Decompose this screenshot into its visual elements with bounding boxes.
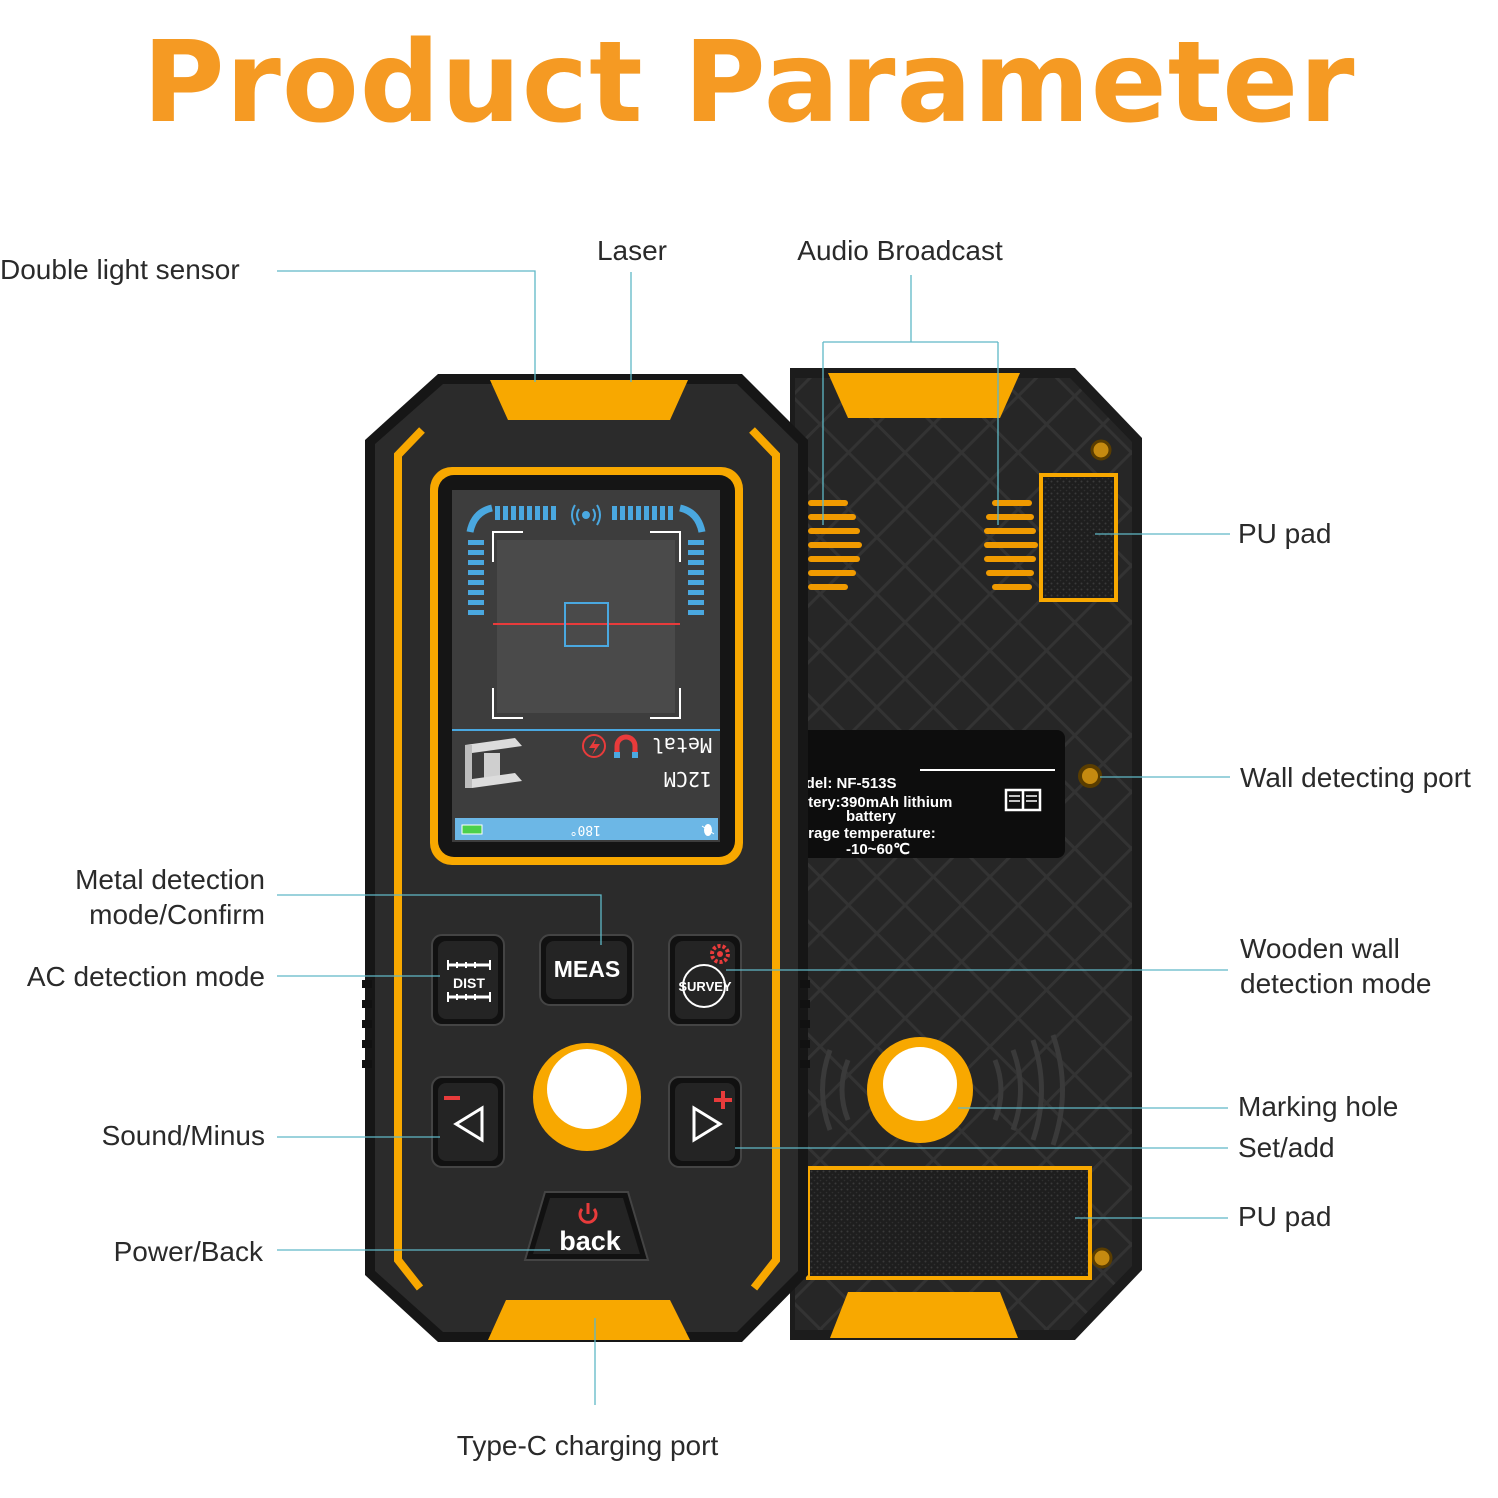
i-beam-icon [465,738,522,788]
manual-book-icon [1004,788,1042,812]
label-pu-pad-top: PU pad [1238,518,1332,549]
lightning-icon [582,734,606,758]
bug-icon [701,824,715,836]
label-model: Model: NF-513S [784,775,897,792]
label-audio-broadcast: Audio Broadcast [797,235,1003,266]
right-triangle-icon [692,1105,723,1143]
magnet-icon [614,734,638,758]
meas-button[interactable]: MEAS [539,934,634,1006]
device-back: Model: NF-513S Battery:390mAh lithium ba… [784,368,1142,1340]
label-wall-detecting-port: Wall detecting port [1240,762,1471,793]
front-bottom-bumper [488,1300,690,1340]
signal-strength-arc [466,504,706,615]
survey-button-label: SURVEY [678,979,732,994]
leader-lines [277,270,1230,1405]
back-button[interactable]: back [523,1191,650,1261]
back-top-bumper [828,373,1020,418]
label-battery: Battery:390mAh lithium [784,794,952,811]
screen-angle: 180° [570,822,601,837]
power-icon [578,1203,598,1224]
front-side-stripe-right [749,427,780,1291]
signal-icon [571,504,601,526]
dist-button[interactable]: DIST [431,934,505,1026]
label-type-c: Type-C charging port [456,1430,719,1461]
page-title: Product Parameter [142,18,1356,148]
label-power-back: Power/Back [113,1236,263,1267]
device-front: Metal 12CM 180° [362,374,810,1342]
target-box [564,602,609,647]
marking-hole-back [820,1034,1065,1146]
label-double-light-sensor: Double light sensor [0,254,240,285]
label-wooden-wall: Wooden wall detection mode [1240,933,1432,999]
label-battery-2: battery [846,808,897,825]
plus-button[interactable] [668,1076,742,1168]
speaker-left [808,500,862,590]
label-pu-pad-bottom: PU pad [1238,1201,1332,1232]
label-set-add: Set/add [1238,1132,1335,1163]
battery-icon [461,824,483,835]
label-marking-hole: Marking hole [1238,1091,1399,1122]
marking-hole-front [533,1043,641,1151]
dist-button-label: DIST [453,975,485,991]
front-side-stripe-left [394,427,425,1291]
label-metal-detection: Metal detection mode/Confirm [75,864,265,930]
back-button-label: back [559,1226,622,1256]
label-ac-detection: AC detection mode [26,961,265,992]
label-temp: -10~60℃ [846,841,910,858]
back-bottom-bumper [830,1292,1018,1338]
front-top-bumper [490,380,688,420]
screen-status-bar [455,818,718,840]
wall-detecting-port [1078,764,1102,788]
screw-bottom [1091,1247,1113,1269]
screw-top [1090,439,1112,461]
pu-pad-bottom [806,1166,1092,1280]
screen-depth: 12CM [664,767,712,791]
survey-button[interactable]: SURVEY [668,934,742,1026]
back-info-label [790,730,1065,858]
left-triangle-icon [453,1105,484,1143]
label-sound-minus: Sound/Minus [101,1120,265,1151]
gear-icon [710,944,730,964]
pu-pad-top [1039,473,1118,602]
screen-mode: Metal [652,733,712,757]
label-laser: Laser [596,235,668,266]
viewfinder [492,531,681,719]
meas-button-label: MEAS [554,956,620,982]
minus-button[interactable] [431,1076,505,1168]
label-storage: Storage temperature: [784,825,936,842]
